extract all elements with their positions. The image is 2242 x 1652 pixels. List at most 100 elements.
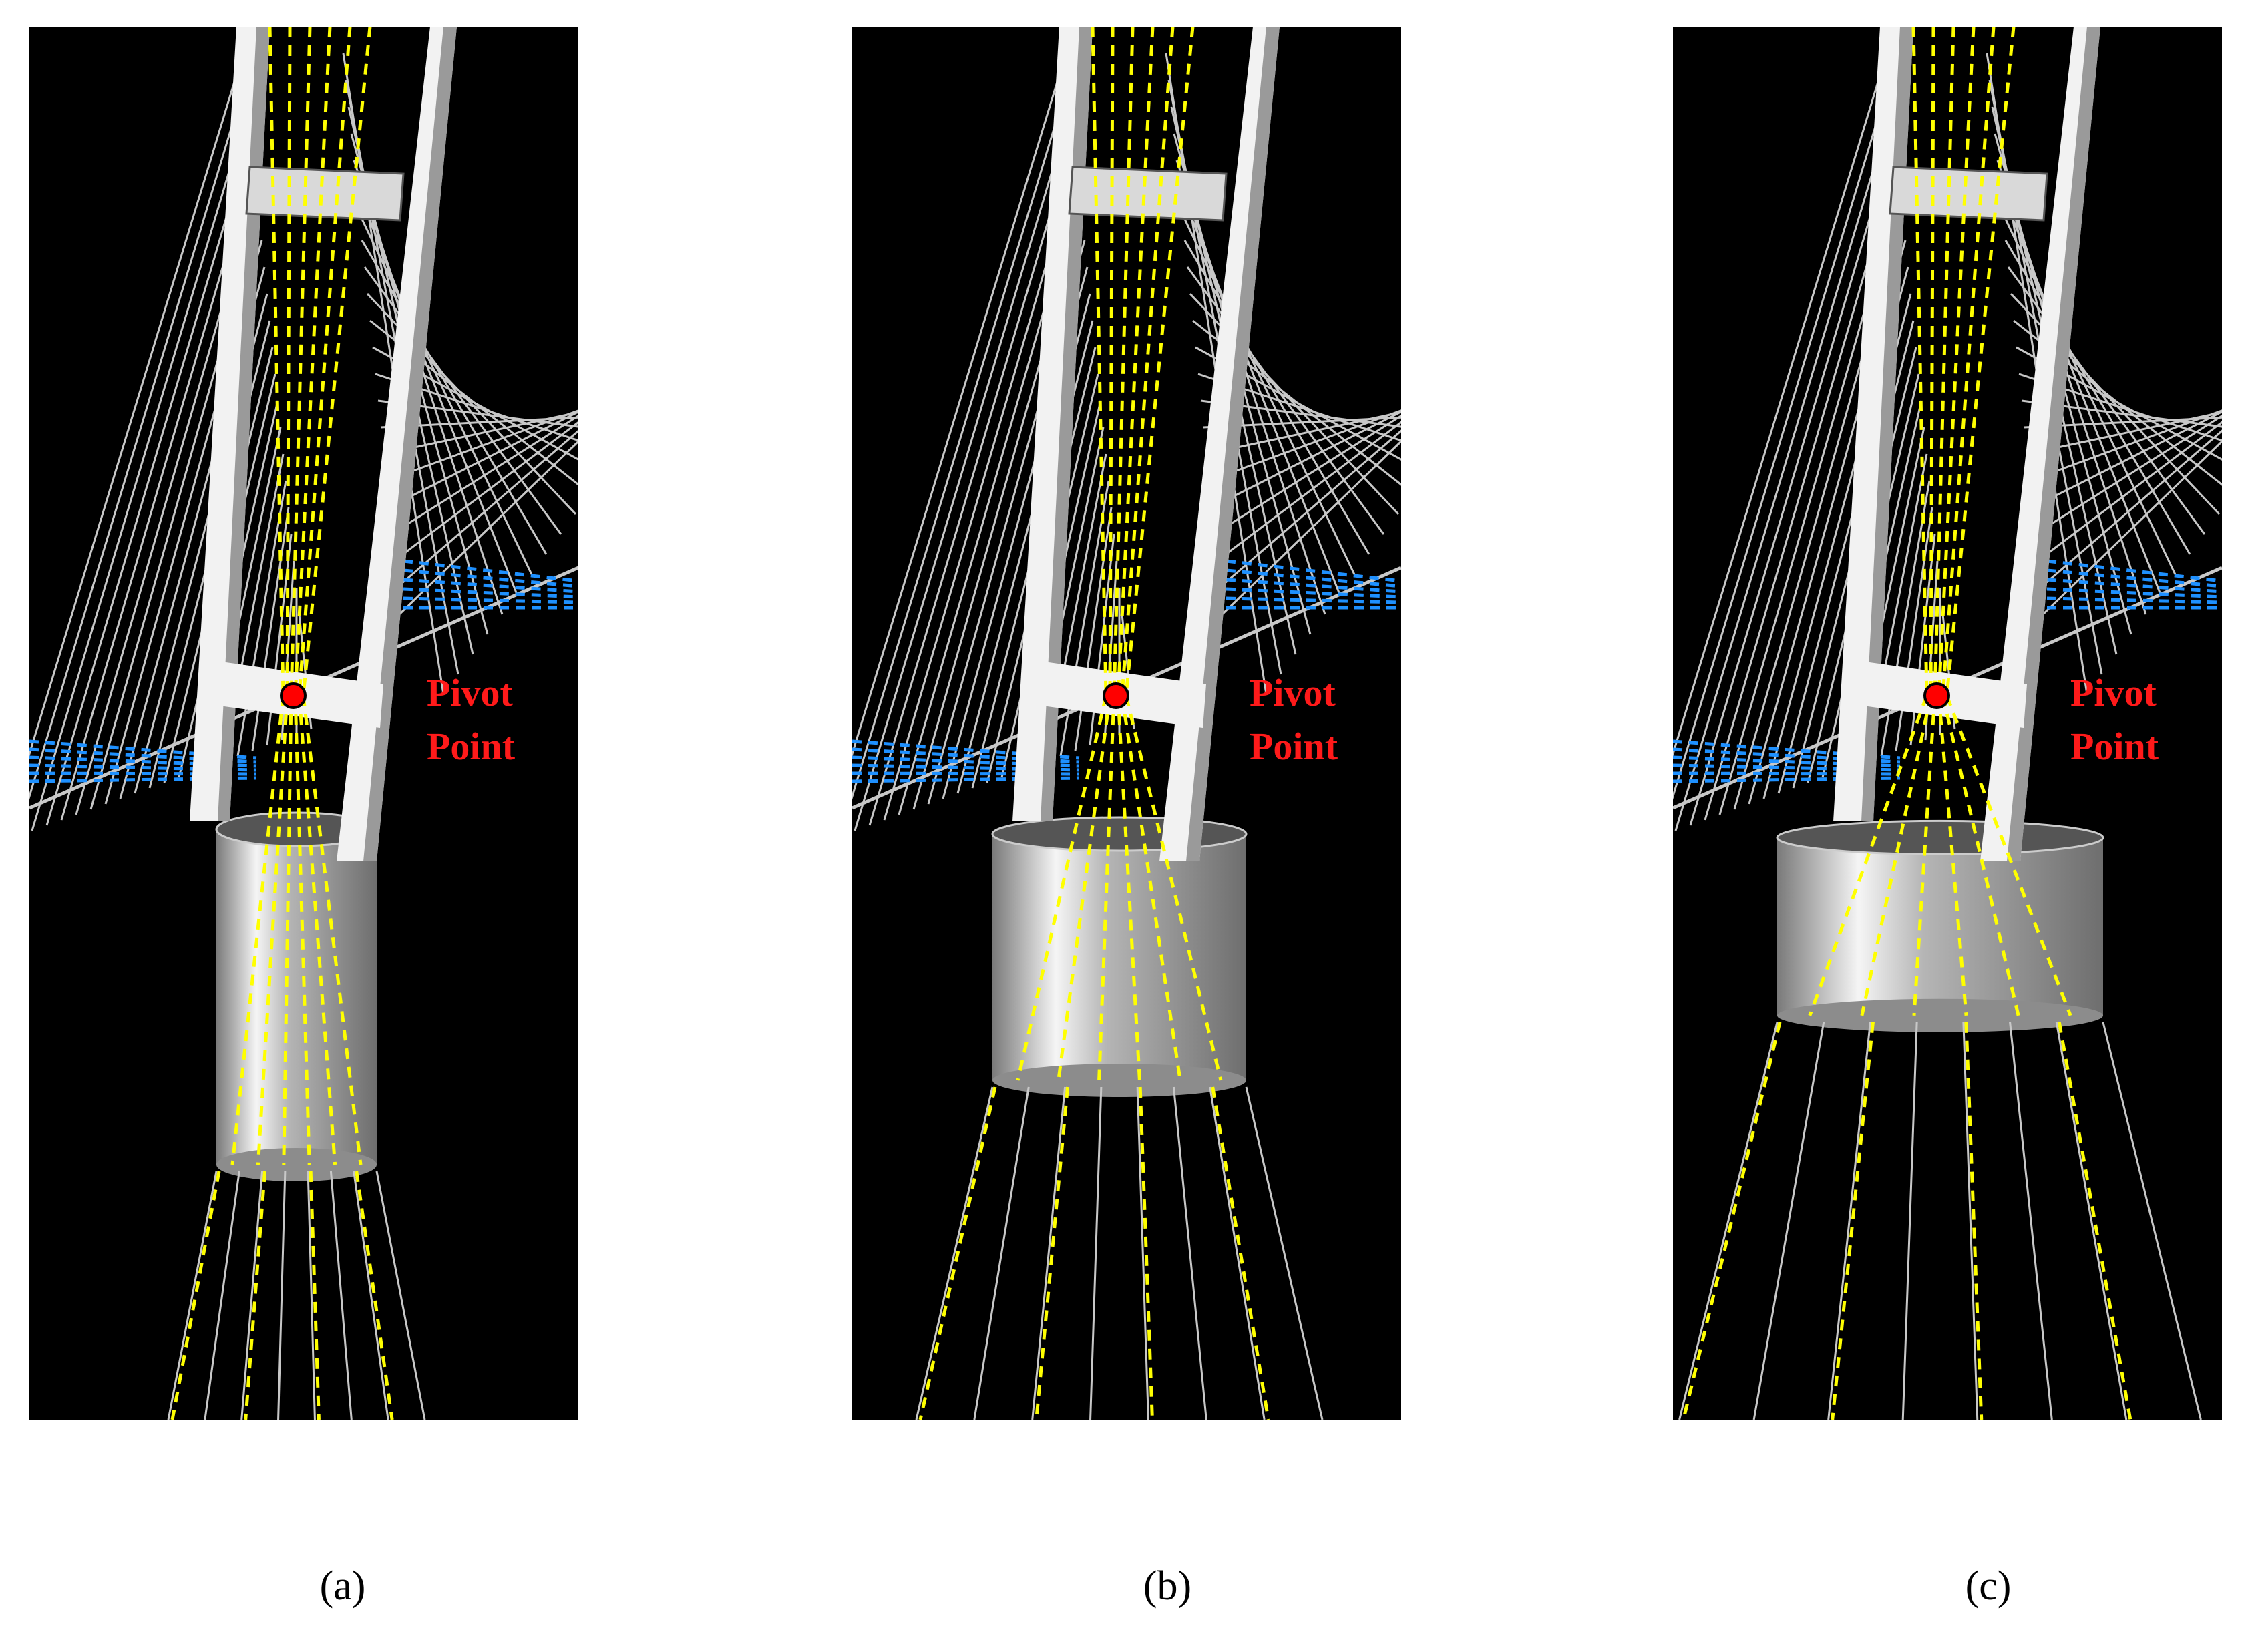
pylon-tendon [285,27,292,696]
deck-edge-dash [852,755,1080,768]
pylon-right-leg-shade [2007,27,2100,861]
pile-cable [1031,1086,1067,1420]
pivot-label-line2: Point [2070,725,2159,768]
deck-edge-dash [2046,559,2222,583]
stay-cable-right [2024,416,2222,429]
pile-tendon [170,1171,221,1420]
pylon-left-leg-shade [218,27,270,821]
stay-cable-left [1689,133,1896,826]
stay-cable-right [1211,411,1401,509]
stay-cable-left [868,133,1075,826]
deck-edge-dash [1226,596,1401,604]
stay-cable-left [1673,79,1891,800]
footing-tendon [301,695,363,1165]
tower-model-b [852,27,1401,1420]
pile-cable [167,1171,218,1420]
pile-cable [2102,1022,2202,1420]
footing-base [992,1064,1246,1097]
pylon-tendon [268,27,285,696]
deck-edge-dash [852,771,1080,776]
footing-tendon [297,695,337,1165]
pile-tendon [355,1171,394,1420]
pylon-tendon [1937,27,1976,696]
upper-strut [1068,166,1228,222]
upper-strut [1889,166,2048,222]
stay-cable-right [377,399,578,428]
pile-cable [1678,1022,1779,1420]
footing-tendon [1124,695,1223,1081]
stay-cable-right [398,440,578,616]
pivot-label-line2: Point [1250,725,1338,768]
upper-strut [245,166,405,222]
stay-cable-left [60,160,255,821]
stay-cable-left [1880,480,1931,757]
deck-edge-dash [1226,578,1401,594]
deck-edge-dash [403,578,578,594]
pylon-tendon [1911,27,1929,696]
pile-cable [2055,1022,2128,1420]
deck-edge-dash [2046,568,2222,588]
pile-cable [1752,1022,1825,1420]
footing-tendon [256,695,289,1165]
deck-edge-dash [852,776,1080,783]
pylon-tendon [1929,27,1935,696]
deck-edge-dash [1226,559,1401,583]
deck-edge-dash [1673,776,1901,783]
pivot-label-line2: Point [427,725,516,768]
stay-cable-right [393,421,578,562]
panel-a: Pivot Point [29,27,578,1420]
footing-base [1777,998,2103,1032]
pylon-tendon [293,27,332,696]
pivot-label-line1: Pivot [2070,671,2157,714]
pile-cable [2009,1022,2053,1420]
footing-cylinder [216,829,377,1165]
deck-edge-dash [2046,587,2222,599]
pile-cable [1962,1022,1979,1420]
stay-cable-right [383,411,578,455]
pile-cable [1245,1086,1324,1420]
pivot-point-marker [1103,682,1129,709]
pile-cable [307,1171,316,1420]
footing-tendon [1097,695,1116,1081]
pylon-left-leg-shade [1041,27,1093,821]
pylon-tendon [1945,27,2016,696]
stay-cable-right [1213,415,1401,536]
pivot-point-marker [1923,682,1950,709]
stay-cable-left [29,79,247,800]
stay-cable-left [852,79,1070,800]
pile-cable [1827,1022,1871,1420]
pile-tendon [1831,1022,1875,1420]
pile-tendon [1682,1022,1782,1420]
tower-model-a [29,27,578,1420]
stay-cable-right [2032,411,2222,509]
stay-cable-right [2026,411,2222,455]
footing-tendon [1116,695,1141,1081]
deck-edge-dash [852,763,1080,772]
stay-cable-right [391,415,578,536]
footing-base [216,1148,377,1181]
deck-edge-dash [403,587,578,599]
deck-edge-dash [29,739,257,760]
pile-cable [277,1171,287,1420]
pile-cable [1172,1086,1207,1420]
footing-tendon [1937,695,1968,1016]
pile-cable [1209,1086,1266,1420]
deck-edge-dash [2046,596,2222,604]
deck-edge-dash [29,747,257,764]
deck-edge-dash [1226,568,1401,588]
pivot-point-marker [280,682,307,709]
stay-cable-left [883,160,1078,821]
pivot-label-line1: Pivot [1250,671,1336,714]
pile-cable [375,1171,426,1420]
footing-tendon [282,695,293,1165]
deck-edge-dash [29,771,257,776]
footing-tendon [293,695,311,1165]
stay-cable-left [236,480,287,757]
deck-edge-dash [29,755,257,768]
stay-cable-left [1673,53,1888,758]
pylon-tendon [1116,27,1155,696]
deck-edge-dash [852,739,1080,760]
panel-c: Pivot Point [1673,27,2222,1420]
stay-cable-right [1200,399,1401,428]
stay-cable-right [396,429,578,589]
